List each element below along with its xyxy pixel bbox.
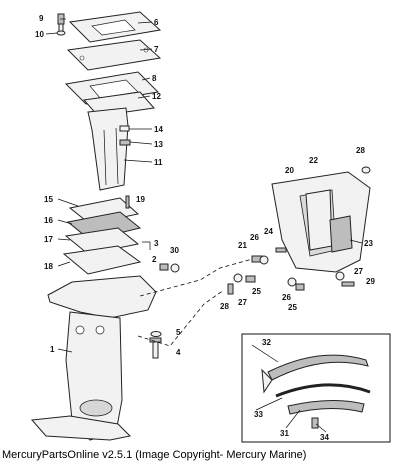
callout-2: 2 bbox=[152, 255, 157, 264]
spacer-26a[interactable] bbox=[259, 255, 269, 265]
screw-28[interactable] bbox=[227, 283, 234, 295]
callout-20: 20 bbox=[285, 166, 294, 175]
clamp-band-31[interactable] bbox=[287, 399, 365, 415]
callout-13: 13 bbox=[154, 140, 163, 149]
callout-28a: 28 bbox=[356, 146, 365, 155]
callout-3: 3 bbox=[154, 239, 159, 248]
gasket-12[interactable] bbox=[83, 91, 155, 117]
callout-1: 1 bbox=[50, 345, 55, 354]
callout-29: 29 bbox=[366, 277, 375, 286]
nut-2[interactable] bbox=[159, 263, 169, 271]
washer-27b[interactable] bbox=[335, 271, 345, 281]
top-plate-6[interactable] bbox=[68, 11, 162, 43]
screw-24[interactable] bbox=[275, 247, 287, 253]
callout-33: 33 bbox=[254, 410, 263, 419]
clip-14[interactable] bbox=[119, 125, 130, 132]
callout-25b: 25 bbox=[288, 303, 297, 312]
shaft-housing-11[interactable] bbox=[87, 107, 129, 191]
plate-18[interactable] bbox=[62, 245, 142, 275]
pin-3[interactable] bbox=[142, 241, 151, 250]
callout-28b: 28 bbox=[220, 302, 229, 311]
gasket-7[interactable] bbox=[66, 39, 162, 71]
callout-21: 21 bbox=[238, 241, 247, 250]
callout-26a: 26 bbox=[250, 233, 259, 242]
callout-labels: 9 10 6 7 8 12 14 13 11 19 15 16 17 18 3 … bbox=[35, 14, 375, 442]
callout-11: 11 bbox=[154, 158, 163, 167]
callout-14: 14 bbox=[154, 125, 163, 134]
bolt-13[interactable] bbox=[119, 139, 131, 146]
callout-30: 30 bbox=[170, 246, 179, 255]
callout-31: 31 bbox=[280, 429, 289, 438]
callout-15: 15 bbox=[44, 195, 53, 204]
callout-27a: 27 bbox=[238, 298, 247, 307]
nut-25b[interactable] bbox=[295, 283, 305, 291]
callout-27b: 27 bbox=[354, 267, 363, 276]
nut-25a[interactable] bbox=[245, 275, 256, 283]
callout-24: 24 bbox=[264, 227, 273, 236]
callout-9: 9 bbox=[39, 14, 44, 23]
bracket-23[interactable] bbox=[329, 215, 353, 253]
bracket-22[interactable] bbox=[305, 189, 333, 251]
callout-23: 23 bbox=[364, 239, 373, 248]
clamp-band-32[interactable] bbox=[261, 354, 369, 394]
callout-34: 34 bbox=[320, 433, 329, 442]
washer-10[interactable] bbox=[56, 30, 66, 36]
callout-5: 5 bbox=[176, 328, 181, 337]
clamp-band-33[interactable] bbox=[275, 383, 371, 398]
callout-8: 8 bbox=[152, 74, 157, 83]
cap-28b[interactable] bbox=[361, 166, 371, 174]
callout-10: 10 bbox=[35, 30, 44, 39]
copyright-caption: MercuryPartsOnline v2.5.1 (Image Copyrig… bbox=[2, 449, 307, 461]
callout-25a: 25 bbox=[252, 287, 261, 296]
washer-27a[interactable] bbox=[233, 273, 243, 283]
washer-26b[interactable] bbox=[287, 277, 297, 287]
callout-26b: 26 bbox=[282, 293, 291, 302]
callout-6: 6 bbox=[154, 18, 159, 27]
washer-5[interactable] bbox=[150, 331, 162, 337]
screw-29[interactable] bbox=[341, 281, 355, 287]
screw-34[interactable] bbox=[311, 417, 319, 429]
callout-32: 32 bbox=[262, 338, 271, 347]
main-housing-1[interactable] bbox=[30, 275, 157, 441]
callout-12: 12 bbox=[152, 92, 161, 101]
callout-7: 7 bbox=[154, 45, 159, 54]
washer-30[interactable] bbox=[170, 263, 180, 273]
callout-17: 17 bbox=[44, 235, 53, 244]
callout-16: 16 bbox=[44, 216, 53, 225]
callout-4: 4 bbox=[176, 348, 181, 357]
bolt-4[interactable] bbox=[149, 337, 162, 359]
callout-18: 18 bbox=[44, 262, 53, 271]
pin-19[interactable] bbox=[125, 195, 130, 209]
callout-19: 19 bbox=[136, 195, 145, 204]
leader-lines bbox=[45, 18, 363, 433]
callout-22: 22 bbox=[309, 156, 318, 165]
